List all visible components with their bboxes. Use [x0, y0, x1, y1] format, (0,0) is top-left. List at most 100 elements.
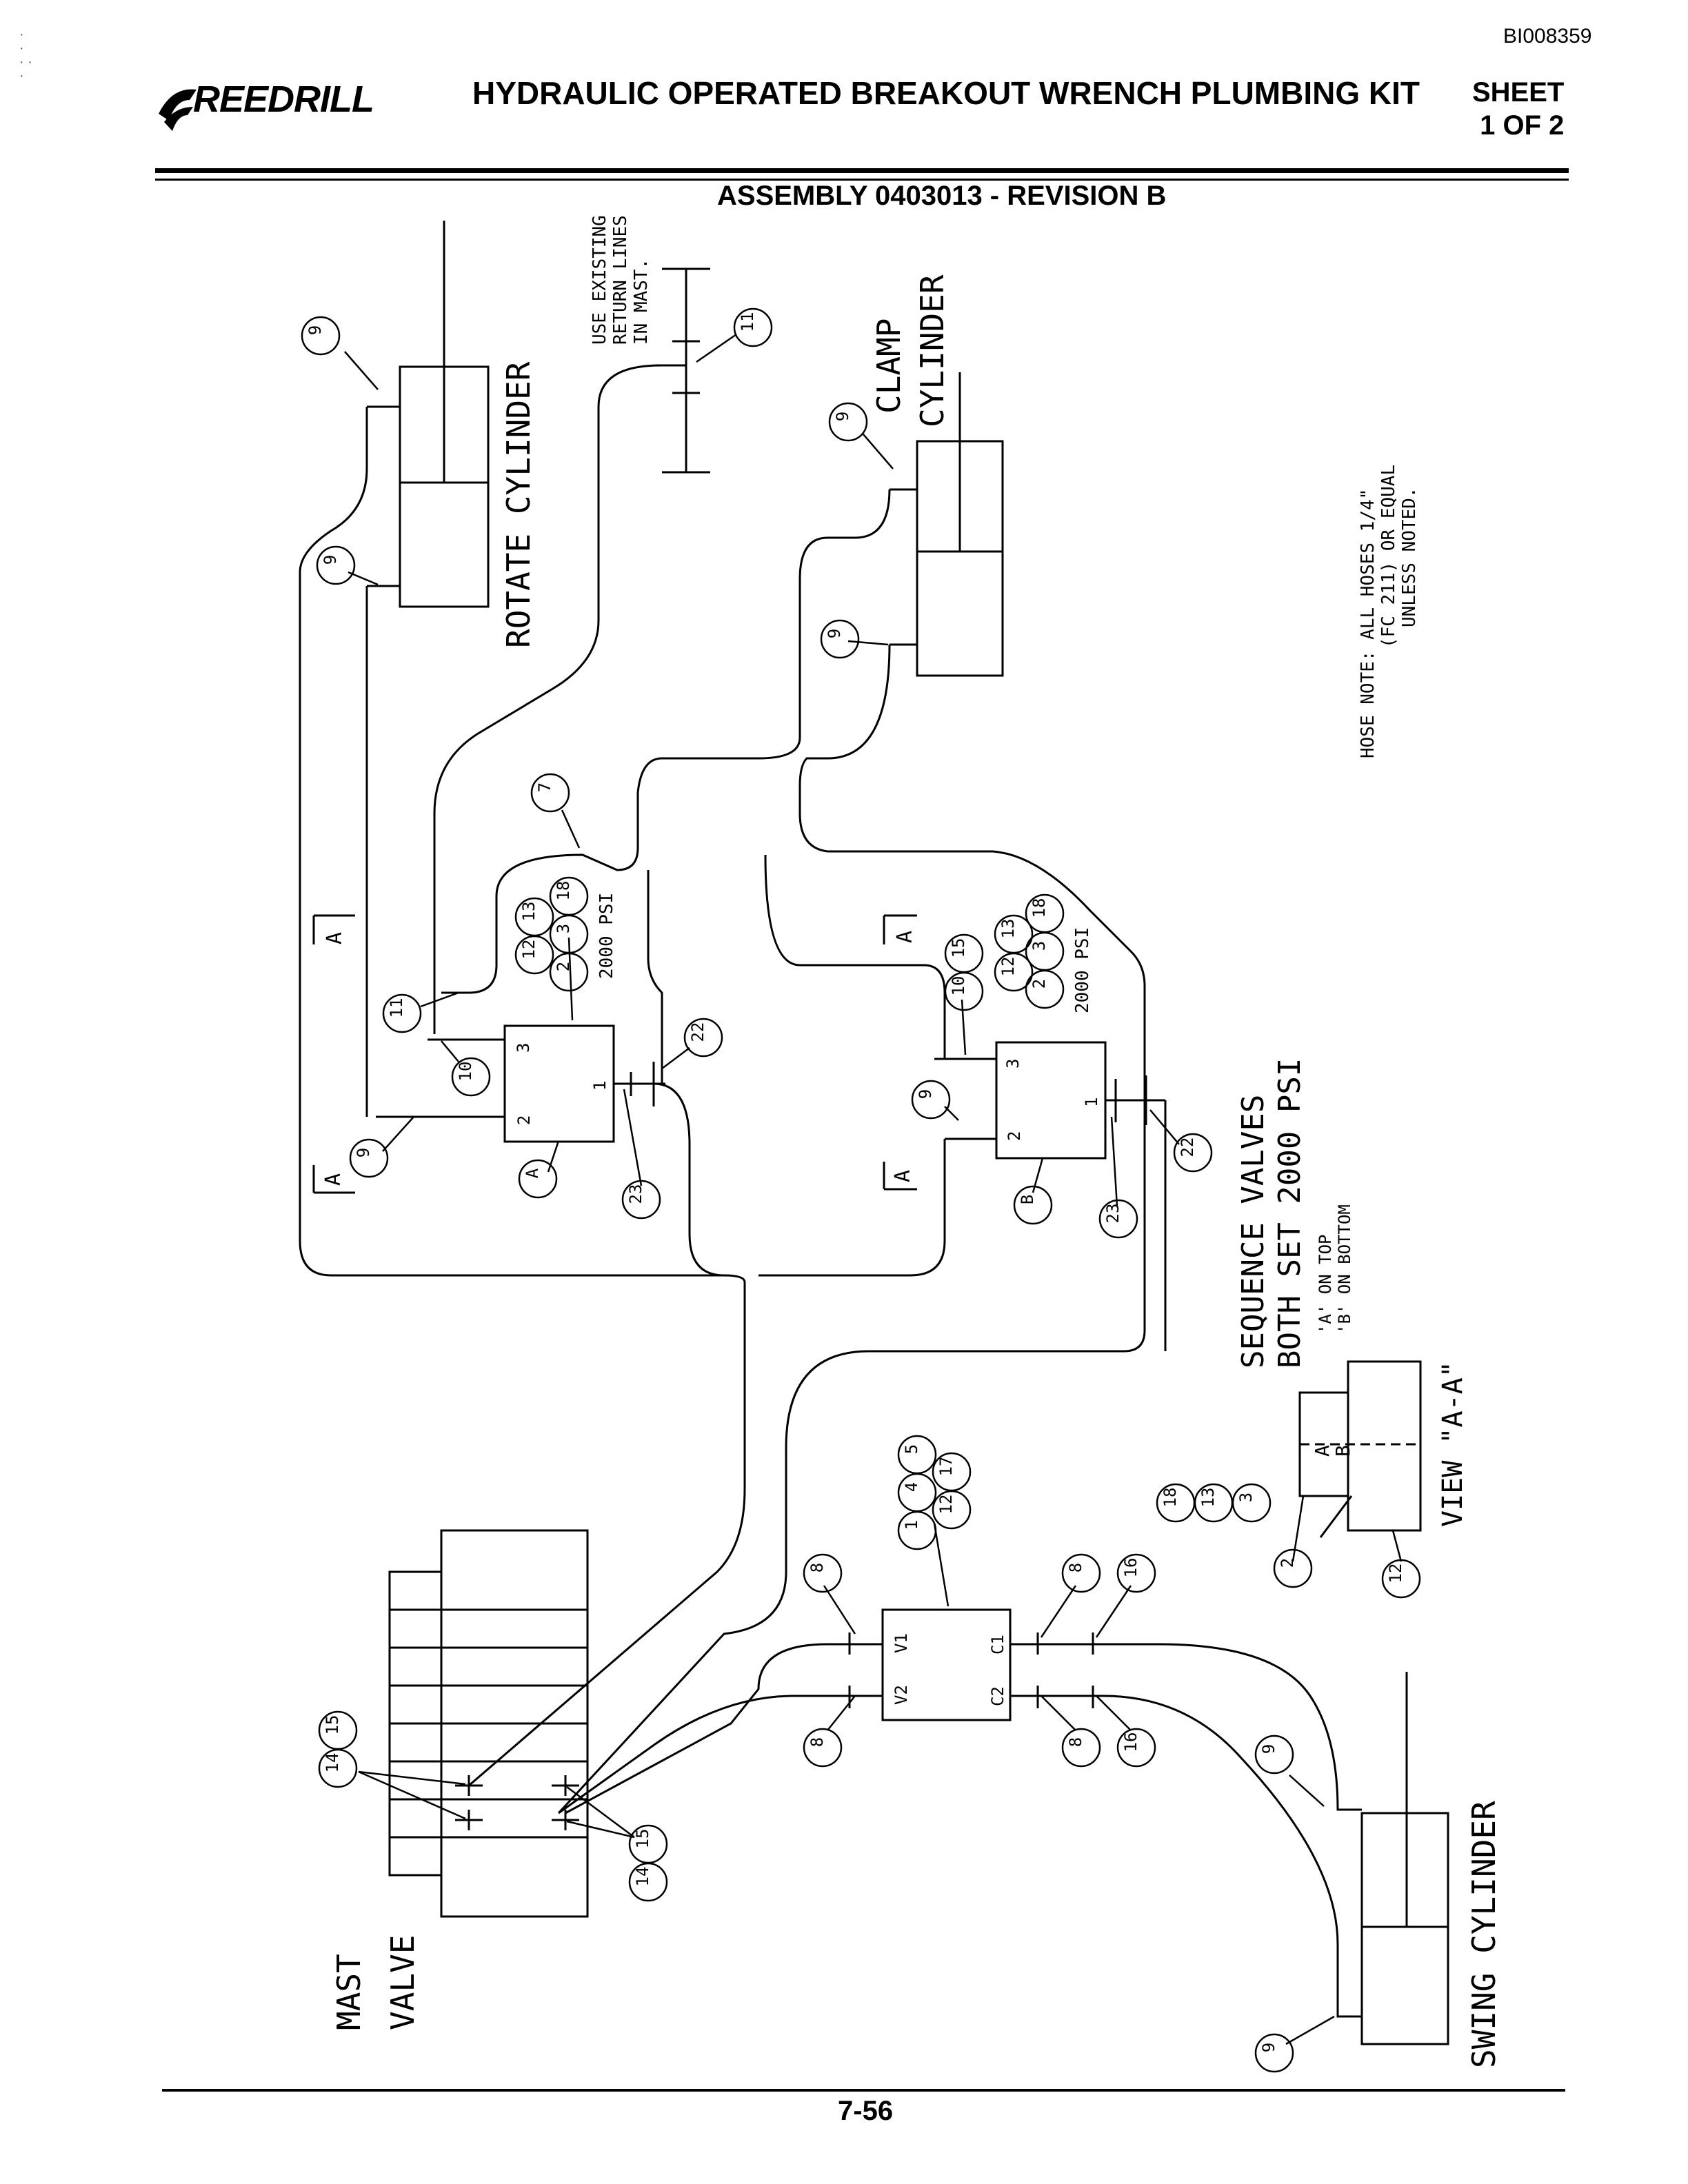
balloon-13: 13 [519, 902, 539, 922]
balloon-valve-b: B [1018, 1195, 1037, 1204]
view-aa-label: VIEW "A-A" [1437, 1361, 1469, 1527]
logo-text: REEDRILL [193, 79, 374, 120]
balloon-23: 23 [626, 1184, 645, 1204]
sheet-count: 1 OF 2 [1480, 110, 1565, 141]
valve-b-port-3: 3 [1003, 1059, 1023, 1069]
valve-b-port-2: 2 [1005, 1131, 1024, 1141]
balloon-23: 23 [1103, 1204, 1123, 1224]
balloon-3: 3 [1029, 941, 1049, 951]
section-mark-a2: A [321, 1173, 345, 1186]
swing-cylinder-label: SWING CYLINDER [1465, 1801, 1503, 2068]
balloon-8: 8 [807, 1563, 827, 1573]
balloon-12: 12 [1386, 1564, 1405, 1584]
balloon-13: 13 [998, 919, 1018, 939]
return-note-line1: USE EXISTING [590, 215, 610, 345]
header-rule [155, 168, 1569, 173]
balloon-11: 11 [387, 998, 406, 1018]
balloon-9: 9 [321, 555, 340, 565]
return-line-tee [655, 267, 710, 474]
sheet-label: SHEET [1472, 77, 1565, 108]
clamp-cylinder [890, 372, 1004, 677]
balloon-3: 3 [554, 924, 573, 933]
hose-note-line3: UNLESS NOTED. [1399, 487, 1420, 628]
balloon-11: 11 [738, 312, 757, 332]
balloon-18: 18 [1160, 1488, 1180, 1508]
reedrill-logo: REEDRILL [155, 72, 403, 141]
valve-a-port-2: 2 [514, 1115, 534, 1125]
balloon-12: 12 [998, 957, 1018, 977]
callout-balloons [301, 307, 1421, 2073]
sequence-valve-b [934, 1041, 1165, 1160]
rotate-cylinder-label: ROTATE CYLINDER [500, 361, 537, 648]
section-mark-a4: A [891, 1170, 915, 1182]
balloon-17: 17 [936, 1457, 956, 1477]
balloon-3: 3 [1236, 1493, 1256, 1502]
balloon-9: 9 [825, 629, 844, 638]
clamp-cylinder-label-2: CYLINDER [914, 274, 951, 427]
clamp-cylinder-label-1: CLAMP [870, 318, 907, 414]
valve-b-port-1: 1 [1082, 1098, 1101, 1107]
port-c1: C1 [988, 1635, 1007, 1655]
balloon-14: 14 [323, 1753, 342, 1773]
return-note-line2: RETURN LINES [610, 215, 631, 345]
scan-margin-marks: ··· ·· [19, 27, 32, 83]
balloon-18: 18 [1029, 898, 1049, 918]
mast-valve-label-2: VALVE [384, 1935, 421, 2030]
balloon-2: 2 [1029, 979, 1049, 989]
balloon-9: 9 [833, 412, 852, 421]
logo-swirl-icon [159, 89, 197, 131]
balloon-12: 12 [519, 940, 539, 960]
valve-a-psi: 2000 PSI [596, 893, 617, 979]
sequence-note-line1: SEQUENCE VALVES [1236, 1095, 1271, 1368]
balloon-15: 15 [633, 1829, 652, 1849]
port-c2: C2 [988, 1686, 1007, 1706]
balloon-4: 4 [902, 1482, 921, 1492]
balloon-9: 9 [1259, 1744, 1278, 1754]
port-v2: V2 [892, 1685, 911, 1705]
port-v1: V1 [892, 1633, 911, 1653]
directional-valve [848, 1608, 1094, 1721]
balloon-12: 12 [936, 1495, 956, 1515]
balloon-18: 18 [554, 881, 573, 901]
balloon-8: 8 [1066, 1563, 1085, 1573]
sheet-indicator: SHEET 1 OF 2 [1472, 76, 1564, 142]
sequence-note-line2: BOTH SET 2000 PSI [1272, 1058, 1307, 1368]
hose-note-line2: (FC 211) OR EQUAL [1378, 465, 1399, 648]
balloon-16: 16 [1121, 1732, 1141, 1752]
balloon-22: 22 [688, 1022, 707, 1042]
hose-lines [299, 364, 1362, 2018]
section-markers [312, 914, 917, 1194]
section-mark-a3: A [893, 931, 917, 943]
balloon-9: 9 [916, 1089, 935, 1099]
balloon-8: 8 [1066, 1737, 1085, 1747]
view-aa [1298, 1360, 1422, 1538]
sequence-note-line3: 'A' ON TOP [1316, 1235, 1335, 1335]
valve-a-port-3: 3 [514, 1043, 533, 1053]
balloon-10: 10 [456, 1062, 475, 1082]
balloon-16: 16 [1121, 1558, 1141, 1578]
header-rule-thin [155, 179, 1569, 181]
assembly-subtitle: ASSEMBLY 0403013 - REVISION B [717, 181, 1167, 211]
valve-a-port-1: 1 [590, 1081, 610, 1091]
valve-b-psi: 2000 PSI [1072, 927, 1093, 1013]
rotate-cylinder [367, 221, 490, 608]
balloon-2: 2 [1278, 1558, 1297, 1568]
return-note-line3: IN MAST. [631, 259, 652, 345]
swing-cylinder [1360, 1672, 1449, 2045]
balloon-7: 7 [535, 782, 554, 792]
balloon-15: 15 [323, 1715, 342, 1735]
balloon-1: 1 [902, 1520, 921, 1530]
view-aa-b: B [1332, 1445, 1354, 1457]
balloon-15: 15 [949, 938, 968, 958]
balloon-8: 8 [807, 1737, 827, 1747]
balloon-9: 9 [305, 325, 325, 335]
balloon-5: 5 [902, 1444, 921, 1454]
balloon-valve-a: A [523, 1168, 542, 1178]
balloon-10: 10 [949, 976, 968, 996]
section-mark-a1: A [323, 932, 347, 944]
document-id: BI008359 [1503, 25, 1592, 48]
balloon-13: 13 [1198, 1488, 1218, 1508]
view-aa-a: A [1311, 1445, 1334, 1457]
mast-valve [388, 1529, 589, 1918]
balloon-14: 14 [633, 1867, 652, 1887]
